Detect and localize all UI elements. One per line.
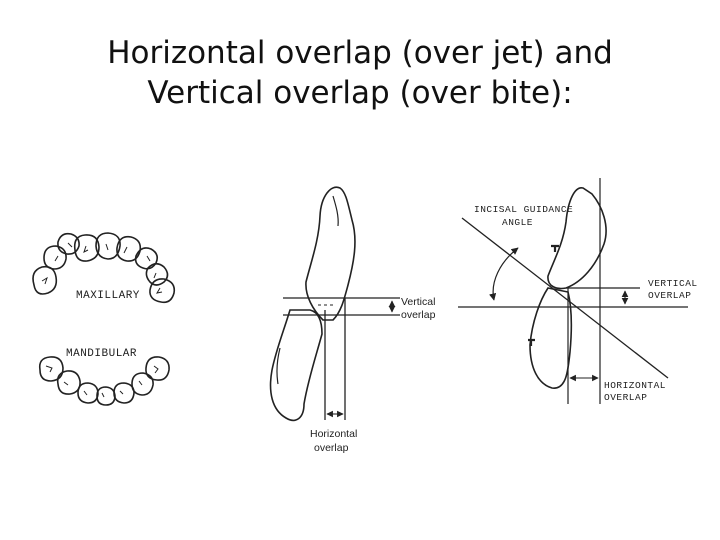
- maxillary-tooth: [149, 278, 176, 304]
- mandibular-tooth: [77, 382, 99, 404]
- mandibular-tooth: [131, 372, 154, 396]
- lower-incisor: [529, 287, 573, 389]
- middle-horizontal-label-line2: overlap: [314, 442, 349, 454]
- middle-vertical-label-line1: Vertical: [401, 296, 435, 308]
- upper-marker: [551, 244, 559, 252]
- incisal-guidance-line: [461, 217, 669, 379]
- mandibular-tooth: [38, 356, 64, 382]
- right-horizontal-label-line1: HORIZONTAL: [604, 380, 666, 391]
- mandibular-tooth: [145, 356, 170, 381]
- title-line-2: Vertical overlap (over bite):: [147, 74, 573, 111]
- maxillary-tooth: [57, 232, 80, 255]
- maxillary-tooth: [95, 232, 121, 260]
- maxillary-tooth: [32, 265, 58, 295]
- mandibular-tooth: [56, 370, 81, 395]
- mandibular-label: MANDIBULAR: [66, 348, 137, 360]
- upper-incisor: [305, 186, 356, 321]
- slide-title: Horizontal overlap (over jet) and Vertic…: [0, 33, 720, 113]
- middle-incisor-diagram: [269, 186, 400, 422]
- middle-vertical-label-line2: overlap: [401, 309, 436, 321]
- upper-incisor: [547, 187, 607, 290]
- maxillary-tooth: [43, 245, 67, 270]
- right-incisor-diagram: [458, 178, 688, 404]
- lower-incisor: [269, 309, 323, 422]
- right-vertical-label-line1: VERTICAL: [648, 278, 698, 289]
- upper-incisor-contour: [332, 195, 339, 227]
- maxillary-tooth-detail: [41, 242, 163, 294]
- mandibular-arch: [38, 356, 170, 406]
- right-vertical-label-line2: OVERLAP: [648, 290, 691, 301]
- mandibular-tooth: [113, 382, 135, 404]
- title-line-1: Horizontal overlap (over jet) and: [107, 34, 613, 71]
- lower-incisor-contour: [276, 347, 281, 385]
- maxillary-label: MAXILLARY: [76, 290, 140, 302]
- maxillary-arch: [32, 232, 176, 304]
- maxillary-tooth: [116, 235, 142, 262]
- maxillary-tooth: [145, 262, 169, 286]
- guidance-angle-arc: [489, 247, 519, 301]
- right-horizontal-label-line2: OVERLAP: [604, 392, 647, 403]
- mandibular-tooth-detail: [45, 365, 159, 398]
- maxillary-tooth: [73, 234, 100, 262]
- right-guidance-label-line2: ANGLE: [502, 217, 533, 228]
- lower-marker: [528, 338, 535, 346]
- maxillary-tooth: [134, 247, 158, 270]
- right-guidance-label-line1: INCISAL GUIDANCE: [474, 204, 573, 215]
- middle-horizontal-label-line1: Horizontal: [310, 428, 357, 440]
- mandibular-tooth: [96, 386, 116, 406]
